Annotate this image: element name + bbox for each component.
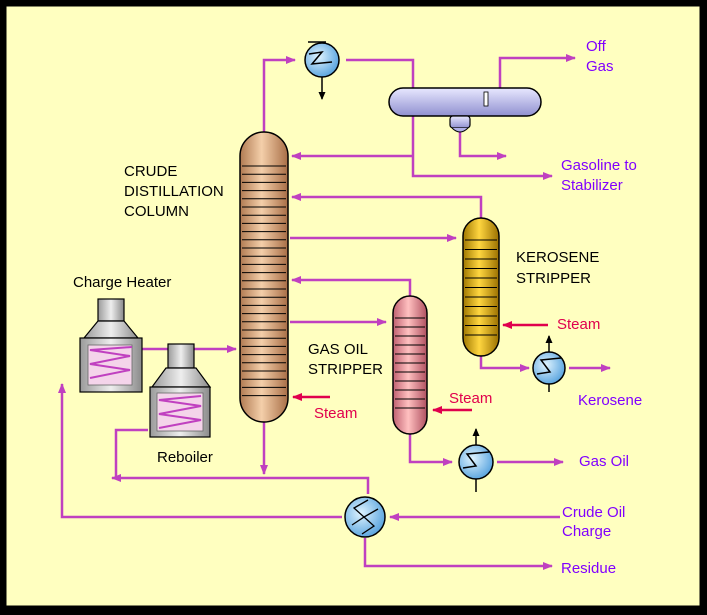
reflux-drum [388,87,542,133]
gasoil-stripper-label-line-2: STRIPPER [308,361,383,378]
crude-to-heater-line [58,383,342,519]
reboiler-stack [167,343,195,369]
crude-residue-exchanger [344,496,386,538]
drum-boot [449,115,471,129]
crude-charge-label-line-1: Crude Oil [562,504,625,521]
reboiler-label: Reboiler [157,449,213,466]
exchanger-coil-icon [351,499,379,535]
heater-stack [97,298,125,322]
kerosene-trays [465,239,497,336]
reboiler-coil-icon [158,395,202,429]
reboiler-inlet-line [114,428,148,478]
kerosene-stripper [462,217,500,357]
steam-label-column: Steam [314,405,357,422]
drum-level-gauge [483,91,489,107]
kerosene-stripper-label-line-2: STRIPPER [516,270,591,287]
residue-label: Residue [561,560,616,577]
residue-line [363,538,553,570]
column-label-line-2: DISTILLATION [124,183,224,200]
charge-heater [79,298,143,393]
piping [58,54,611,570]
gasoil-trays [395,317,425,409]
bottoms-header [116,476,370,494]
crude-charge-label-line-2: Charge [562,523,611,540]
steam-label-kerosene: Steam [557,316,600,333]
kerosene-cooler-coil-icon [536,357,562,375]
overhead-condenser [304,41,340,100]
steam-label-gasoil: Steam [449,390,492,407]
column-label-line-1: CRUDE [124,163,177,180]
condenser-to-drum-line [346,58,415,88]
kerosene-stripper-label-line-1: KEROSENE [516,249,599,266]
overhead-vapor-line [262,56,296,132]
column-trays [242,165,286,397]
gasoil-cooler-coil-icon [462,451,490,469]
gas-oil-stripper [392,295,428,435]
column-label-line-3: COLUMN [124,203,189,220]
heater-coil-icon [89,346,133,379]
kerosene-product-label: Kerosene [578,392,642,409]
kerosene-bottom-line [479,356,530,372]
off-gas-line [498,54,576,88]
gasoline-label-line-1: Gasoline to [561,157,637,174]
off-gas-label-line-2: Gas [586,58,614,75]
gasoil-product-label: Gas Oil [579,453,629,470]
crude-distillation-column [239,131,289,423]
gasoline-line [411,116,553,180]
gasoline-label-line-2: Stabilizer [561,177,623,194]
steam-lines [292,321,548,414]
gasoil-cooler [458,428,494,492]
off-gas-label-line-1: Off [586,38,607,55]
gasoil-return-line [291,276,412,296]
reboiler [149,343,212,438]
kerosene-cooler [532,335,566,392]
charge-heater-label: Charge Heater [73,274,171,291]
gasoil-bottom-line [408,434,453,466]
gasoil-stripper-label-line-1: GAS OIL [308,341,368,358]
kerosene-return-line [291,193,483,218]
condenser-coil-icon [308,50,333,65]
water-draw-line [458,132,507,160]
